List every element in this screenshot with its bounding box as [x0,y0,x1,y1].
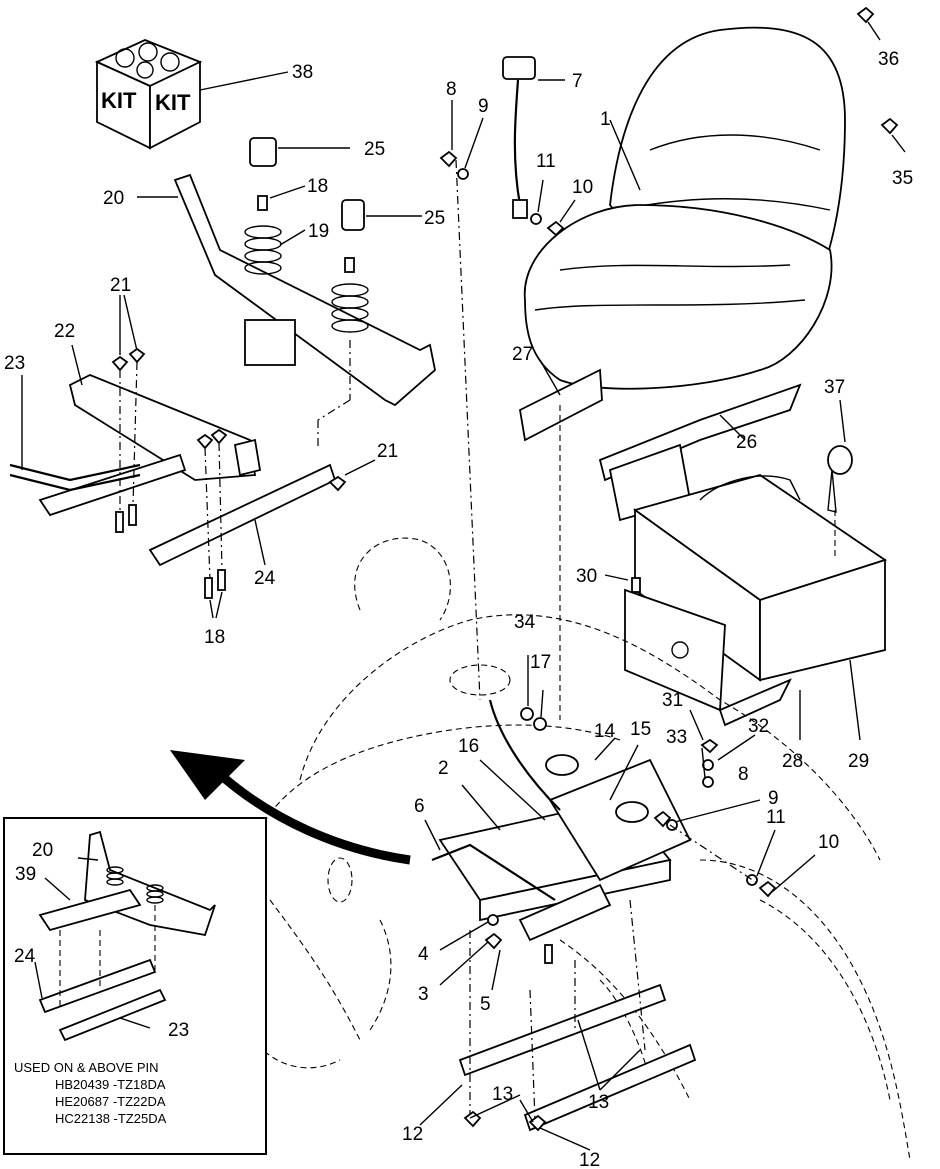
callout-2: 2 [438,758,449,779]
inset-detail: 20 39 24 23 USED ON & ABOVE PIN HB20439 … [3,817,267,1155]
kit-label-right: KIT [155,90,191,115]
callout-29: 29 [848,751,869,772]
callout-8: 8 [446,79,457,100]
callout-5: 5 [480,994,491,1015]
suspension-upper [173,137,436,407]
callout-4: 4 [418,944,429,965]
inset-note-line2: HB20439 -TZ18DA [55,1077,166,1092]
slide-rails [9,374,337,567]
callout-20: 20 [103,188,124,209]
callout-32: 32 [748,716,769,737]
callout-36: 36 [878,49,899,70]
inset-callout-20: 20 [32,840,53,861]
inset-note-line4: HC22138 -TZ25DA [55,1111,167,1126]
callout-18: 18 [307,176,328,197]
callout-31: 31 [662,690,683,711]
callout-21: 21 [110,275,131,296]
callout-22: 22 [54,321,75,342]
callout-9: 9 [768,788,779,809]
callout-27: 27 [512,344,533,365]
callout-16: 16 [458,736,479,757]
callout-11: 11 [536,151,556,172]
callout-13: 13 [588,1092,609,1113]
callout-labels: 1 2 3 4 5 6 7 8 8 9 9 10 10 11 11 12 12 … [4,49,913,1169]
callout-11: 11 [766,807,786,828]
kit-label-left: KIT [101,88,137,113]
seat [523,26,846,390]
detail-arrow [170,750,411,865]
seat-belt [502,56,536,219]
callout-15: 15 [630,719,651,740]
callout-35: 35 [892,168,913,189]
callout-24: 24 [254,568,276,589]
callout-33: 33 [666,727,687,748]
seat-mount [431,699,697,1132]
callout-10: 10 [572,177,593,198]
inset-callout-24: 24 [14,946,36,967]
callout-38: 38 [292,62,313,83]
callout-26: 26 [736,432,757,453]
inset-callout-39: 39 [15,864,36,885]
callout-10: 10 [818,832,839,853]
toolbox [632,474,888,682]
callout-9: 9 [478,96,489,117]
callout-12: 12 [402,1124,423,1145]
callout-37: 37 [824,377,845,398]
callout-6: 6 [414,796,425,817]
callout-28: 28 [782,751,803,772]
callout-23: 23 [4,353,25,374]
inset-note-line3: HE20687 -TZ22DA [55,1094,166,1109]
callout-12: 12 [579,1150,600,1169]
callout-18: 18 [204,627,225,648]
tractor-fender [239,537,911,1161]
callout-17: 17 [530,652,551,673]
callout-19: 19 [308,221,329,242]
callout-3: 3 [418,984,429,1005]
callout-13: 13 [492,1084,513,1105]
callout-8: 8 [738,764,749,785]
callout-7: 7 [572,71,583,92]
callout-30: 30 [576,566,597,587]
inset-callout-23: 23 [168,1020,189,1041]
inset-note-line1: USED ON & ABOVE PIN [14,1060,159,1075]
callout-14: 14 [594,721,616,742]
callout-34: 34 [514,612,536,633]
callout-25: 25 [364,139,385,160]
callout-1: 1 [600,109,611,130]
callout-25: 25 [424,208,445,229]
kit-box: KIT KIT [94,39,203,150]
callout-21: 21 [377,441,398,462]
